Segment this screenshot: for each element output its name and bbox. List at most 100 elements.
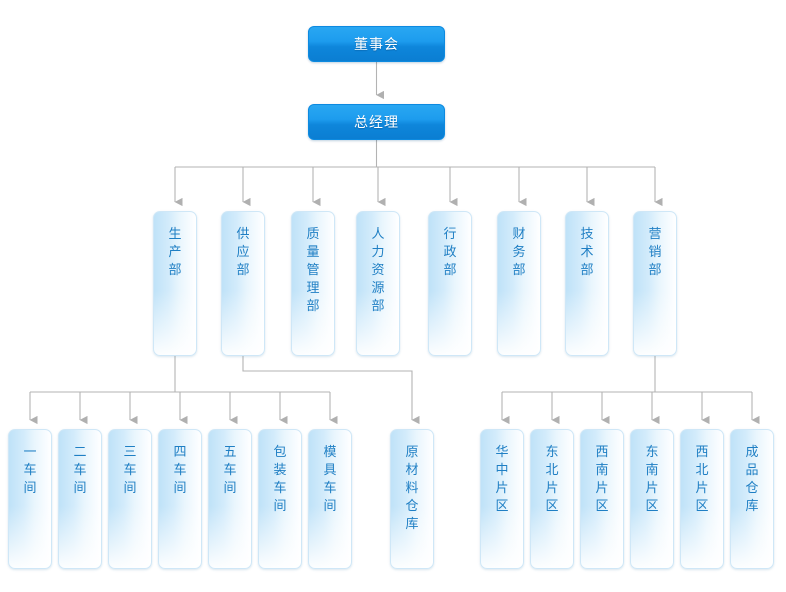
node-dept-finance[interactable]: 财务部	[497, 211, 541, 356]
node-warehouse-raw[interactable]: 原材料仓库	[390, 429, 434, 569]
node-label-char: 片	[695, 481, 709, 496]
node-label-char: 车	[323, 481, 337, 496]
node-dept-tech[interactable]: 技术部	[565, 211, 609, 356]
node-label-char: 部	[371, 299, 385, 314]
node-label-char: 理	[306, 281, 320, 296]
node-label-char: 片	[545, 481, 559, 496]
node-label-char: 技	[580, 227, 594, 242]
node-label-char: 间	[223, 481, 237, 496]
node-label-char: 间	[273, 499, 287, 514]
node-label-char: 量	[306, 245, 320, 260]
node-label-char: 部	[306, 299, 320, 314]
node-label-char: 北	[545, 463, 559, 478]
node-label: 人力资源部	[371, 226, 384, 316]
node-dept-supply[interactable]: 供应部	[221, 211, 265, 356]
node-label-char: 车	[223, 463, 237, 478]
node-label-char: 力	[371, 245, 385, 260]
node-workshop-5[interactable]: 五车间	[208, 429, 252, 569]
node-label-char: 南	[595, 463, 609, 478]
node-label-char: 车	[23, 463, 37, 478]
node-label-char: 部	[236, 263, 250, 278]
node-label-char: 三	[123, 445, 137, 460]
node-region-central-china[interactable]: 华中片区	[480, 429, 524, 569]
node-label-char: 包	[273, 445, 287, 460]
node-workshop-4[interactable]: 四车间	[158, 429, 202, 569]
node-workshop-1[interactable]: 一车间	[8, 429, 52, 569]
node-label: 华中片区	[495, 444, 508, 516]
node-label: 模具车间	[323, 444, 336, 516]
node-dept-admin[interactable]: 行政部	[428, 211, 472, 356]
node-region-northwest[interactable]: 西北片区	[680, 429, 724, 569]
node-label-char: 南	[645, 463, 659, 478]
node-label-char: 东	[645, 445, 659, 460]
node-label-char: 仓	[745, 481, 759, 496]
node-label-char: 材	[405, 463, 419, 478]
node-label-char: 间	[73, 481, 87, 496]
node-label-char: 装	[273, 463, 287, 478]
node-label-char: 东	[545, 445, 559, 460]
node-label-char: 北	[695, 463, 709, 478]
node-label: 供应部	[236, 226, 249, 280]
node-label: 成品仓库	[745, 444, 758, 516]
node-label-char: 间	[123, 481, 137, 496]
node-label-char: 原	[405, 445, 419, 460]
node-label-char: 部	[648, 263, 662, 278]
node-label-char: 区	[495, 499, 509, 514]
node-label: 包装车间	[273, 444, 286, 516]
node-region-southeast[interactable]: 东南片区	[630, 429, 674, 569]
node-label-char: 车	[73, 463, 87, 478]
node-label: 四车间	[173, 444, 186, 498]
node-label: 行政部	[443, 226, 456, 280]
node-label-char: 区	[595, 499, 609, 514]
node-label-char: 中	[495, 463, 509, 478]
node-label: 原材料仓库	[405, 444, 418, 534]
node-label-char: 应	[236, 245, 250, 260]
node-label-char: 产	[168, 245, 182, 260]
node-region-northeast[interactable]: 东北片区	[530, 429, 574, 569]
node-dept-marketing[interactable]: 营销部	[633, 211, 677, 356]
node-label-char: 财	[512, 227, 526, 242]
node-label-char: 政	[443, 245, 457, 260]
node-warehouse-finished[interactable]: 成品仓库	[730, 429, 774, 569]
node-label-char: 部	[580, 263, 594, 278]
node-label-char: 区	[545, 499, 559, 514]
node-label-char: 区	[645, 499, 659, 514]
node-label: 二车间	[73, 444, 86, 498]
node-label: 三车间	[123, 444, 136, 498]
node-label-char: 料	[405, 481, 419, 496]
node-board[interactable]: 董事会	[308, 26, 445, 62]
node-workshop-3[interactable]: 三车间	[108, 429, 152, 569]
node-label: 西南片区	[595, 444, 608, 516]
node-label-char: 营	[648, 227, 662, 242]
node-label-char: 务	[512, 245, 526, 260]
node-label-char: 间	[23, 481, 37, 496]
node-label-char: 成	[745, 445, 759, 460]
node-label-char: 品	[745, 463, 759, 478]
node-label-char: 销	[648, 245, 662, 260]
node-label-char: 片	[495, 481, 509, 496]
node-dept-production[interactable]: 生产部	[153, 211, 197, 356]
node-label-char: 库	[405, 517, 419, 532]
node-label-char: 部	[168, 263, 182, 278]
node-general-manager[interactable]: 总经理	[308, 104, 445, 140]
node-label-char: 资	[371, 263, 385, 278]
node-dept-quality[interactable]: 质量管理部	[291, 211, 335, 356]
node-label-char: 源	[371, 281, 385, 296]
node-workshop-packaging[interactable]: 包装车间	[258, 429, 302, 569]
node-label: 技术部	[580, 226, 593, 280]
node-label-char: 片	[595, 481, 609, 496]
node-label-char: 术	[580, 245, 594, 260]
node-label-char: 四	[173, 445, 187, 460]
node-label-char: 二	[73, 445, 87, 460]
node-label-char: 片	[645, 481, 659, 496]
node-label-char: 部	[443, 263, 457, 278]
node-label-char: 五	[223, 445, 237, 460]
node-region-southwest[interactable]: 西南片区	[580, 429, 624, 569]
node-workshop-mould[interactable]: 模具车间	[308, 429, 352, 569]
node-label-char: 生	[168, 227, 182, 242]
node-label-char: 部	[512, 263, 526, 278]
node-label: 生产部	[168, 226, 181, 280]
node-workshop-2[interactable]: 二车间	[58, 429, 102, 569]
node-dept-hr[interactable]: 人力资源部	[356, 211, 400, 356]
